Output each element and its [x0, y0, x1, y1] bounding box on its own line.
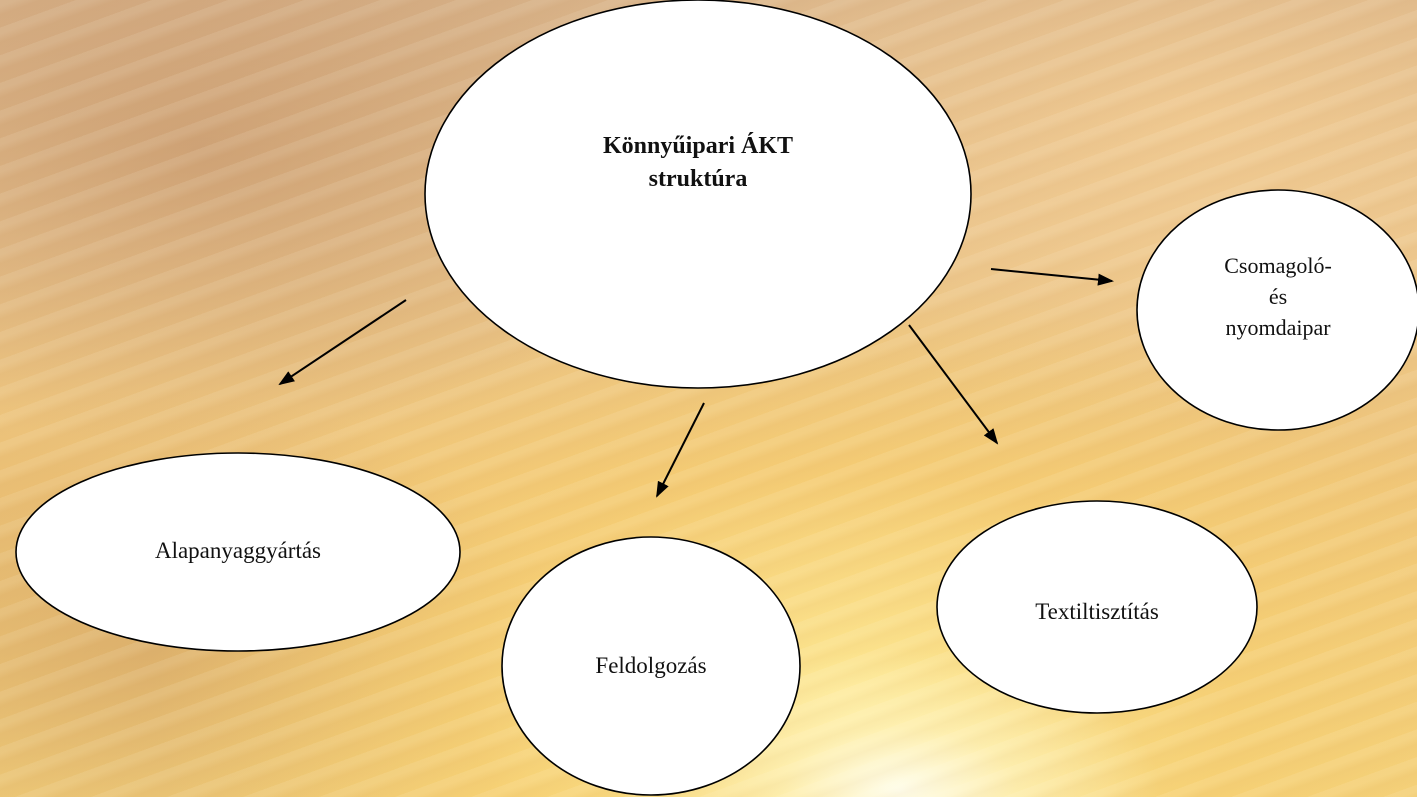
arrow-to-alapanyag	[278, 299, 407, 386]
feldolgozas-node-label: Feldolgozás	[595, 653, 707, 678]
central-node-title-line2: struktúra	[648, 166, 748, 192]
alapanyag-node-shape	[15, 452, 461, 652]
csomagolo-node-label: Csomagoló- és nyomdaipar	[1168, 250, 1388, 343]
central-node-shape	[424, 0, 972, 389]
csomagolo-node-shape	[1136, 189, 1417, 431]
alapanyag-node-label: Alapanyaggyártás	[154, 538, 322, 563]
central-node-label: Könnyűipari ÁKT struktúra	[498, 130, 898, 196]
csomagolo-label-line3: nyomdaipar	[1225, 315, 1331, 340]
textil-node-label: Textiltisztítás	[1035, 599, 1159, 624]
feldolgozas-node-shape	[501, 536, 801, 796]
arrow-to-textil	[908, 324, 999, 445]
textil-node-shape	[936, 500, 1258, 714]
arrow-to-csomagolo	[990, 268, 1114, 286]
csomagolo-label-line1: Csomagoló-	[1224, 253, 1332, 278]
central-node-title-line1: Könnyűipari ÁKT	[602, 133, 794, 159]
arrow-to-feldolgozas	[656, 402, 705, 498]
csomagolo-label-line2: és	[1268, 284, 1288, 309]
